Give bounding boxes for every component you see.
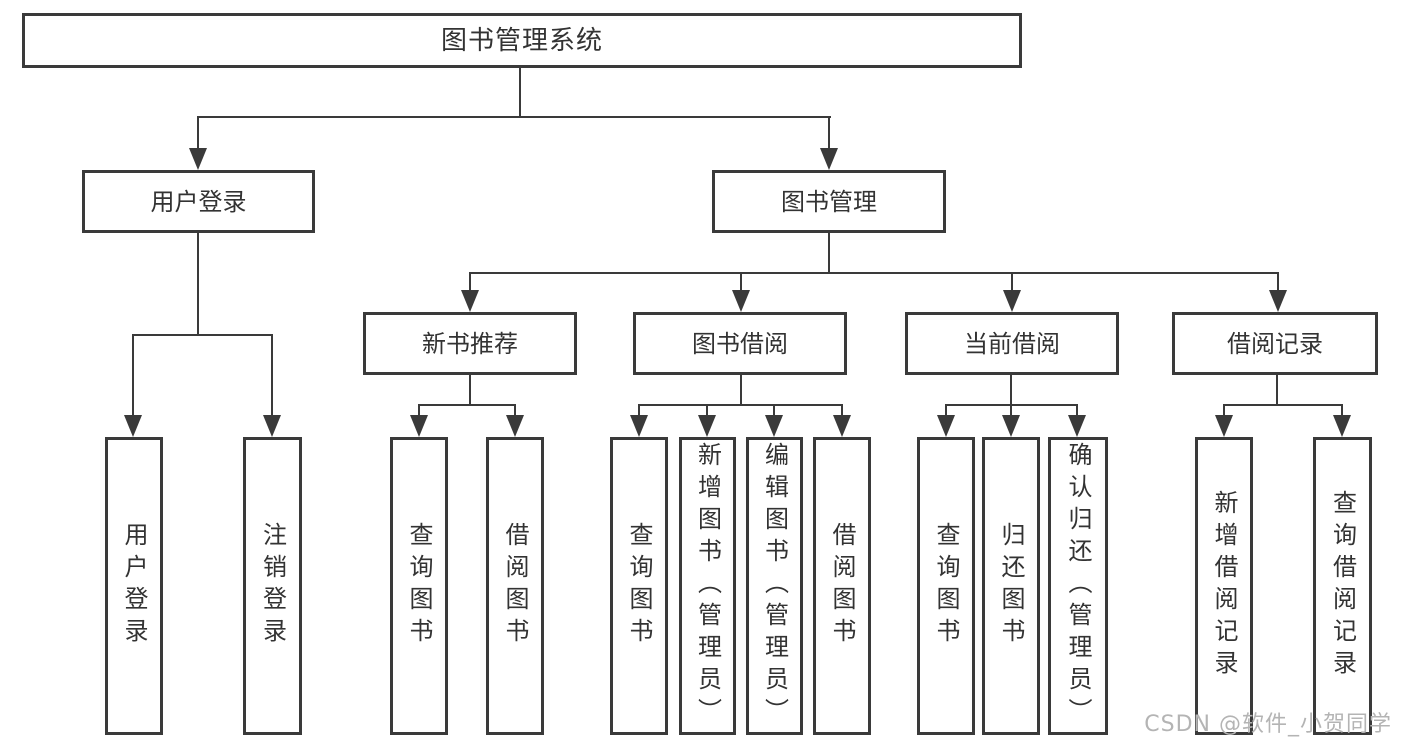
arrowhead-down — [461, 290, 479, 312]
connector-line — [1277, 272, 1279, 292]
connector-line — [1223, 404, 1343, 406]
node-book-management: 图书管理 — [712, 170, 946, 233]
connector-line — [828, 233, 830, 274]
leaf-add-books-admin: 新增图书（管理员） — [679, 437, 736, 735]
leaf-borrow-books: 借阅图书 — [813, 437, 871, 735]
node-user-login: 用户登录 — [82, 170, 315, 233]
csdn-watermark: CSDN @软件_小贺同学 — [1144, 712, 1392, 737]
connector-line — [514, 404, 516, 418]
connector-line — [773, 404, 775, 418]
connector-line — [469, 375, 471, 406]
connector-line — [197, 116, 199, 150]
connector-line — [1276, 375, 1278, 406]
arrowhead-down — [189, 148, 207, 170]
connector-line — [197, 116, 831, 118]
arrowhead-down — [937, 415, 955, 437]
connector-line — [1223, 404, 1225, 418]
arrowhead-down — [765, 415, 783, 437]
connector-line — [841, 404, 843, 418]
leaf-confirm-return-admin: 确认归还（管理员） — [1048, 437, 1108, 735]
arrowhead-down — [1002, 415, 1020, 437]
connector-line — [469, 272, 1279, 274]
leaf-logout: 注销登录 — [243, 437, 302, 735]
arrowhead-down — [410, 415, 428, 437]
arrowhead-down — [1215, 415, 1233, 437]
connector-line — [197, 233, 199, 336]
arrowhead-down — [1269, 290, 1287, 312]
leaf-edit-books-admin: 编辑图书（管理员） — [746, 437, 803, 735]
connector-line — [519, 68, 521, 117]
connector-line — [418, 404, 516, 406]
connector-line — [1076, 404, 1078, 418]
leaf-query-books-borrow: 查询图书 — [610, 437, 668, 735]
node-new-book-recommendation: 新书推荐 — [363, 312, 577, 375]
node-library-system: 图书管理系统 — [22, 13, 1022, 68]
connector-line — [945, 404, 947, 418]
connector-line — [1010, 404, 1012, 418]
connector-line — [271, 334, 273, 417]
node-book-borrowing: 图书借阅 — [633, 312, 847, 375]
connector-line — [132, 334, 273, 336]
node-current-borrowing: 当前借阅 — [905, 312, 1119, 375]
leaf-query-borrow-record: 查询借阅记录 — [1313, 437, 1372, 735]
connector-line — [469, 272, 471, 292]
arrowhead-down — [506, 415, 524, 437]
arrowhead-down — [630, 415, 648, 437]
leaf-user-login: 用户登录 — [105, 437, 163, 735]
arrowhead-down — [698, 415, 716, 437]
arrowhead-down — [732, 290, 750, 312]
leaf-query-books-recommend: 查询图书 — [390, 437, 448, 735]
connector-line — [132, 334, 134, 417]
arrowhead-down — [1068, 415, 1086, 437]
arrowhead-down — [263, 415, 281, 437]
arrowhead-down — [1003, 290, 1021, 312]
node-borrowing-records: 借阅记录 — [1172, 312, 1378, 375]
leaf-return-books: 归还图书 — [982, 437, 1040, 735]
connector-line — [1010, 375, 1012, 406]
connector-line — [638, 404, 843, 406]
arrowhead-down — [124, 415, 142, 437]
connector-line — [418, 404, 420, 418]
leaf-add-borrow-record: 新增借阅记录 — [1195, 437, 1253, 735]
leaf-query-books-current: 查询图书 — [917, 437, 975, 735]
arrowhead-down — [1333, 415, 1351, 437]
leaf-borrow-books-recommend: 借阅图书 — [486, 437, 544, 735]
connector-line — [1341, 404, 1343, 418]
connector-line — [740, 272, 742, 292]
connector-line — [828, 116, 830, 150]
arrowhead-down — [820, 148, 838, 170]
connector-line — [1011, 272, 1013, 292]
arrowhead-down — [833, 415, 851, 437]
connector-line — [740, 375, 742, 406]
connector-line — [706, 404, 708, 418]
connector-line — [638, 404, 640, 418]
